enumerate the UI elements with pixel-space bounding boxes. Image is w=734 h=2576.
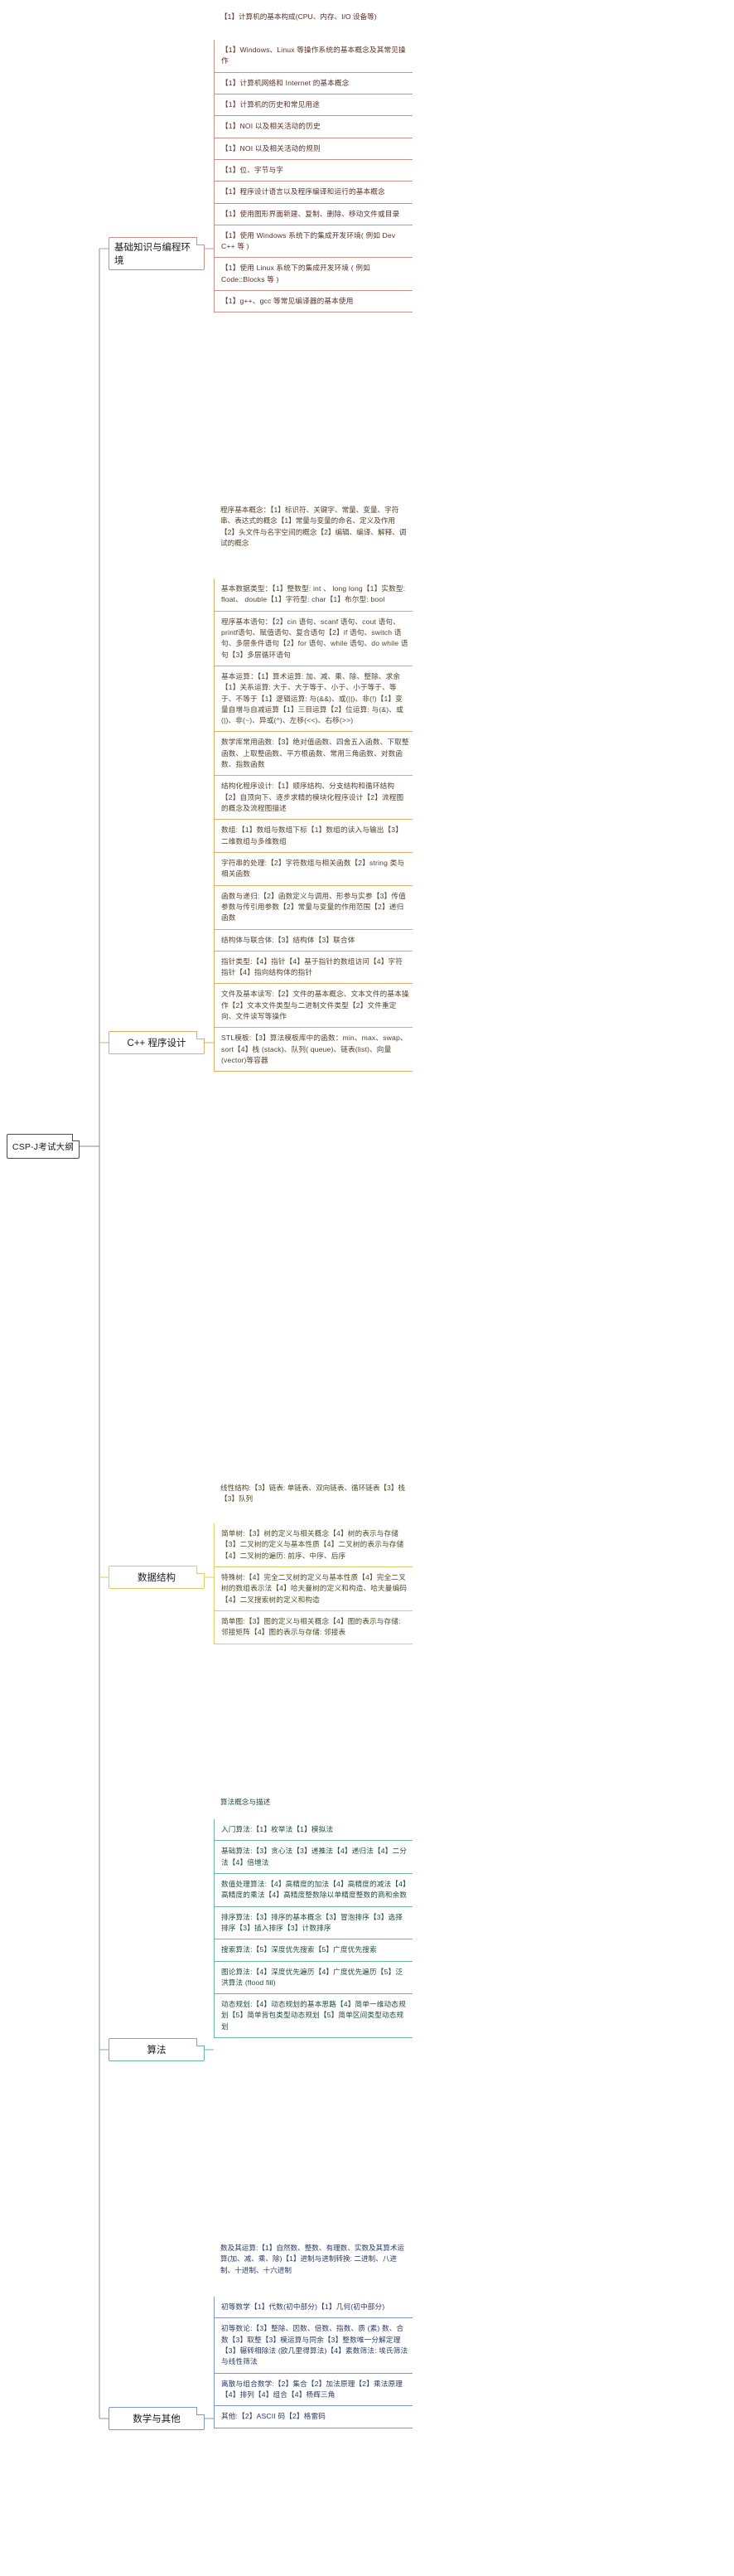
leaf-item[interactable]: 线性结构:【3】链表: 单链表、双向链表、循环链表【3】栈【3】队列 xyxy=(220,1484,405,1503)
leaf-item[interactable]: 【1】Windows、Linux 等操作系统的基本概念及其常见操作 xyxy=(221,46,406,65)
branch-label: 数据结构 xyxy=(138,1573,176,1583)
leaf-item[interactable]: 【1】NOI 以及相关活动的历史 xyxy=(221,122,321,131)
leaf-item[interactable]: STL模板:【3】算法模板库中的函数：min、max、swap、sort【4】栈… xyxy=(221,1034,408,1064)
leaf-divider xyxy=(215,1840,413,1842)
leaf-divider xyxy=(215,115,413,117)
leaf-item[interactable]: 指针类型:【4】指针【4】基于指针的数组访问【4】字符指针【4】指向结构体的指针 xyxy=(221,956,403,977)
branch-label: 算法 xyxy=(147,2046,167,2055)
leaf-item[interactable]: 简单树:【3】树的定义与相关概念【4】树的表示与存储【3】二叉树的定义与基本性质… xyxy=(221,1529,404,1560)
leaf-item[interactable]: 离散与组合数学:【2】集合【2】加法原理【2】乘法原理【4】排列【4】组合【4】… xyxy=(221,2379,403,2399)
leaf-divider xyxy=(215,2317,413,2319)
leaf-divider xyxy=(215,928,413,930)
leaf-divider xyxy=(215,2405,413,2407)
leaf-item[interactable]: 特殊树:【4】完全二叉树的定义与基本性质【4】完全二叉树的数组表示法【4】哈夫曼… xyxy=(221,1572,408,1604)
leaf-group-math: 初等数学【1】代数(初中部分)【1】几何(初中部分) 初等数论:【3】整除、因数… xyxy=(214,2297,413,2428)
leaf-item[interactable]: 结构化程序设计:【1】顺序结构、分支结构和循环结构【2】自顶向下、逐步求精的模块… xyxy=(221,782,404,812)
fold-corner-icon xyxy=(196,2407,205,2415)
leaf-item[interactable]: 数值处理算法:【4】高精度的加法【4】高精度的减法【4】高精度的乘法【4】高精度… xyxy=(221,1879,408,1900)
branch-label: C++ 程序设计 xyxy=(127,1039,186,1048)
leaf-item[interactable]: 【1】计算机的基本构成(CPU、内存、I/O 设备等) xyxy=(220,12,377,21)
leaf-divider xyxy=(215,1610,413,1611)
leaf-item[interactable]: 算法概念与描述 xyxy=(220,1798,271,1806)
leaf-divider xyxy=(215,610,413,612)
leaf-divider xyxy=(215,181,413,182)
leaf-divider xyxy=(215,1027,413,1029)
branch-node-basics[interactable]: 基础知识与编程环境 xyxy=(109,237,205,270)
leaf-item[interactable]: 【1】位、字节与字 xyxy=(221,165,284,174)
leaf-group-data-structure: 简单树:【3】树的定义与相关概念【4】树的表示与存储【3】二叉树的定义与基本性质… xyxy=(214,1523,413,1644)
branch-node-math[interactable]: 数学与其他 xyxy=(109,2407,205,2430)
leaf-divider xyxy=(215,71,413,73)
leaf-item[interactable]: 数及其运算:【1】自然数、整数、有理数、实数及其算术运算(加、减、乘、除)【1】… xyxy=(220,2244,405,2274)
leaf-divider xyxy=(215,1905,413,1907)
leaf-divider xyxy=(215,1960,413,1962)
leaf-group-basics: 【1】Windows、Linux 等操作系统的基本概念及其常见操作 【1】计算机… xyxy=(214,40,413,313)
leaf-divider xyxy=(215,819,413,821)
fold-corner-icon xyxy=(196,237,205,245)
leaf-item[interactable]: 其他:【2】ASCII 码【2】格雷码 xyxy=(221,2412,326,2421)
leaf-item[interactable]: 【1】程序设计语言以及程序编译和运行的基本概念 xyxy=(221,187,385,196)
leaf-item[interactable]: 【1】使用图形界面新建、复制、删除、移动文件或目录 xyxy=(221,209,400,218)
leaf-item[interactable]: 基本数据类型：【1】整数型: int 、 long long【1】实数型: fl… xyxy=(221,584,406,604)
leaf-item[interactable]: 【1】计算机网络和 Internet 的基本概念 xyxy=(221,78,350,87)
leaf-group-algorithm: 入门算法:【1】枚举法【1】模拟法 基础算法:【3】贪心法【3】递推法【4】递归… xyxy=(214,1819,413,2039)
leaf-divider xyxy=(215,884,413,886)
branch-node-data-structure[interactable]: 数据结构 xyxy=(109,1566,205,1589)
leaf-divider xyxy=(215,851,413,853)
fold-corner-icon xyxy=(196,1566,205,1574)
branch-node-algorithm[interactable]: 算法 xyxy=(109,2038,205,2061)
leaf-item[interactable]: 动态规划:【4】动态规划的基本思路【4】简单一维动态规划【5】简单背包类型动态规… xyxy=(221,2000,406,2031)
root-node-label: CSP-J考试大纲 xyxy=(12,1141,75,1152)
leaf-divider xyxy=(215,1872,413,1874)
leaf-item[interactable]: 搜索算法:【5】深度优先搜索【5】广度优先搜索 xyxy=(221,1945,377,1954)
leaf-item[interactable]: 文件及基本读写:【2】文件的基本概念、文本文件的基本操作【2】文本文件类型与二进… xyxy=(221,990,409,1021)
leaf-item[interactable]: 数学库常用函数:【3】绝对值函数、四舍五入函数、下取整函数、上取整函数、平方根函… xyxy=(221,738,409,769)
leaf-item[interactable]: 初等数学【1】代数(初中部分)【1】几何(初中部分) xyxy=(221,2302,385,2311)
leaf-item[interactable]: 【1】NOI 以及相关活动的规则 xyxy=(221,143,321,153)
leaf-divider xyxy=(215,257,413,259)
leaf-item[interactable]: 数组:【1】数组与数组下标【1】数组的读入与输出【3】二维数组与多维数组 xyxy=(221,826,403,845)
leaf-item[interactable]: 结构体与联合体:【3】结构体【3】联合体 xyxy=(221,935,355,944)
leaf-divider xyxy=(215,2372,413,2374)
leaf-divider xyxy=(215,983,413,985)
root-node[interactable]: CSP-J考试大纲 xyxy=(7,1134,80,1159)
branch-node-cpp[interactable]: C++ 程序设计 xyxy=(109,1031,205,1054)
fold-corner-icon xyxy=(196,1031,205,1039)
fold-corner-icon xyxy=(196,2038,205,2046)
leaf-item[interactable]: 排序算法:【3】排序的基本概念【3】冒泡排序【3】选择排序【3】插入排序【3】计… xyxy=(221,1912,403,1932)
leaf-divider xyxy=(215,1993,413,1995)
leaf-item[interactable]: 初等数论:【3】整除、因数、倍数、指数、质 (素) 数、合数【3】取整【3】模运… xyxy=(221,2324,408,2366)
leaf-divider xyxy=(215,202,413,204)
leaf-item[interactable]: 【1】g++、gcc 等常见编译器的基本使用 xyxy=(221,297,354,306)
branch-label: 基础知识与编程环境 xyxy=(114,243,191,266)
leaf-divider xyxy=(215,775,413,777)
leaf-item[interactable]: 图论算法:【4】深度优先遍历【4】广度优先遍历【5】泛洪算法 (flood fi… xyxy=(221,1967,403,1987)
leaf-item[interactable]: 简单图:【3】图的定义与相关概念【4】图的表示与存储: 邻接矩阵【4】图的表示与… xyxy=(221,1616,401,1637)
leaf-item[interactable]: 基础算法:【3】贪心法【3】递推法【4】递归法【4】二分法【4】倍增法 xyxy=(221,1847,407,1867)
branch-label: 数学与其他 xyxy=(133,2414,181,2424)
leaf-divider xyxy=(215,158,413,160)
leaf-item[interactable]: 程序基本概念：【1】标识符、关键字、常量、变量、字符串、表达式的概念【1】常量与… xyxy=(220,506,407,547)
leaf-divider xyxy=(215,2037,413,2039)
leaf-item[interactable]: 字符串的处理:【2】字符数组与相关函数【2】string 类与相关函数 xyxy=(221,858,405,879)
fold-corner-icon xyxy=(72,1134,80,1141)
leaf-item[interactable]: 基本运算：【1】算术运算: 加、减、乘、除、整除、求余【1】关系运算: 大于、大… xyxy=(221,671,403,725)
leaf-divider xyxy=(215,731,413,733)
leaf-item[interactable]: 【1】使用 Windows 系统下的集成开发环境( 例如 Dev C++ 等 ) xyxy=(221,230,396,251)
leaf-item[interactable]: 函数与递归:【2】函数定义与调用、形参与实参【3】传值参数与传引用参数【2】常量… xyxy=(221,891,406,922)
leaf-item[interactable]: 程序基本语句：【2】cin 语句、scanf 语句、cout 语句、printf… xyxy=(221,617,408,659)
leaf-group-cpp: 基本数据类型：【1】整数型: int 、 long long【1】实数型: fl… xyxy=(214,579,413,1073)
leaf-item[interactable]: 【1】使用 Linux 系统下的集成开发环境 ( 例如 Code::Blocks… xyxy=(221,264,370,283)
leaf-divider xyxy=(215,290,413,292)
leaf-item[interactable]: 入门算法:【1】枚举法【1】模拟法 xyxy=(221,1825,334,1833)
leaf-divider xyxy=(215,1071,413,1073)
leaf-item[interactable]: 【1】计算机的历史和常见用途 xyxy=(221,99,320,109)
leaf-divider xyxy=(215,1566,413,1567)
